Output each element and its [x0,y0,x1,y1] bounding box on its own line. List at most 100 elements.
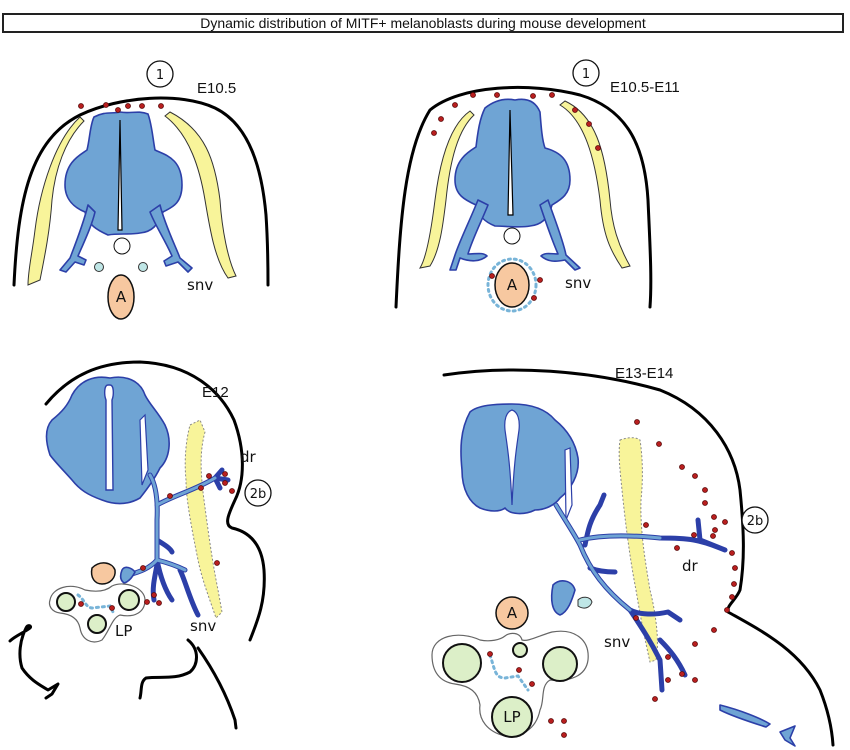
label-snv: snv [187,276,213,294]
melanoblast [711,514,717,520]
dermomyotome-left [27,116,85,286]
sympathetic-ganglion [119,566,136,584]
lung-bud [491,696,533,738]
melanoblast [729,594,735,600]
melanoblast [487,651,493,657]
embryo-outline [44,360,266,642]
melanoblast [103,102,109,108]
embryo-outline [12,96,270,287]
dermomyotome-right [164,111,237,279]
melanoblast [633,615,639,621]
migration-path [76,593,115,614]
perivascular-path [486,257,538,313]
label-aorta: A [507,604,518,622]
melanoblast [537,277,543,283]
melanoblast [572,107,578,113]
marker-label: 2b [747,514,764,529]
melanoblast [692,677,698,683]
melanoblast [229,488,235,494]
melanoblast [198,485,204,491]
melanoblast [109,605,115,611]
marker-label: 2b [250,487,267,502]
figure-title: Dynamic distribution of MITF+ melanoblas… [2,13,844,33]
melanoblasts [78,102,164,113]
melanoblast [144,599,150,605]
melanoblast [679,671,685,677]
spinal-nerve-fill [126,473,217,577]
melanoblast [711,627,717,633]
vein [577,596,593,609]
melanoblast [206,473,212,479]
spinal-nerve-fill [554,503,662,612]
melanoblast [561,732,567,738]
migration-path [488,653,530,692]
lung-primordium [431,630,589,738]
neural-tube [64,111,183,236]
spinal-nerve-left [449,199,489,271]
marker-label: 1 [582,67,590,82]
melanoblast [679,464,685,470]
melanoblast [674,545,680,551]
label-snv: snv [565,274,591,292]
melanoblast [656,441,662,447]
stage-label: E13-E14 [615,365,673,382]
neural-canal [117,119,123,231]
melanoblast [214,560,220,566]
melanoblast [702,487,708,493]
aorta [495,596,529,630]
melanoblast [222,480,228,486]
melanoblast [549,92,555,98]
lung-primordium [48,583,146,643]
melanoblast [125,103,131,109]
neural-canal [507,109,514,216]
marker-circle [572,59,600,87]
melanoblast [724,607,730,613]
dermomyotome [184,419,223,619]
lung-bud [56,592,76,612]
lung-bud [512,642,528,658]
stage-label: E12 [202,384,229,401]
dermomyotome-right [559,100,631,269]
label-snv: snv [190,617,216,635]
lung-bud [442,643,482,683]
melanoblast [732,565,738,571]
melanoblast [156,600,162,606]
melanoblast [561,718,567,724]
embryo-outline [394,85,653,309]
vessel-fragment [719,704,771,728]
marker-circle [146,60,174,88]
limb-outline-left [8,624,60,700]
spinal-nerve-right [149,204,193,273]
aorta [107,274,135,320]
melanoblast [652,696,658,702]
label-dr: dr [682,557,699,575]
melanoblast [139,103,145,109]
cardinal-vein-left [94,262,104,272]
panel-e10-5-e11: A snv 1 E10.5-E11 [394,59,680,313]
melanoblast [692,473,698,479]
neural-tube [454,98,571,228]
melanoblast [494,92,500,98]
melanoblast [665,654,671,660]
marker-circle [244,479,272,507]
lung-bud [87,614,107,634]
melanoblasts [78,471,235,611]
melanoblast [78,601,84,607]
cardinal-vein-right [138,262,148,272]
notochord [113,237,131,255]
panel-e12: LP snv dr 2b E12 [8,360,272,730]
sympathetic-ganglion [550,580,576,616]
melanoblast [691,532,697,538]
melanoblast [151,592,157,598]
lung-bud [118,589,140,611]
melanoblast [634,419,640,425]
melanoblast [78,103,84,109]
marker-circle [741,506,769,534]
melanoblast [529,681,535,687]
melanoblast [531,295,537,301]
dermomyotome-left [418,110,475,269]
spinal-nerve-left [59,204,96,273]
melanoblast [431,130,437,136]
melanoblast [710,533,716,539]
